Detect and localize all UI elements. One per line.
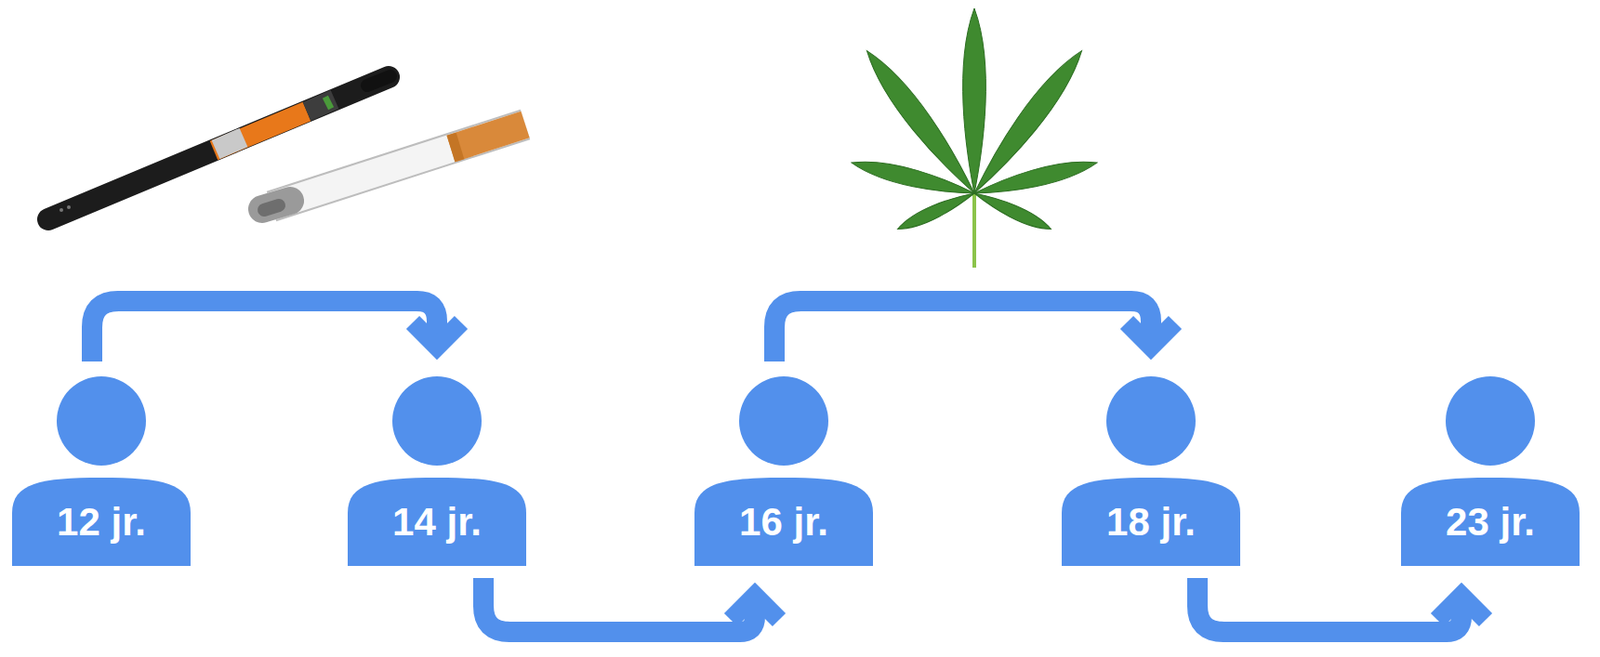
person-head bbox=[56, 376, 146, 466]
age-label-box: 18 jr. bbox=[1061, 477, 1241, 567]
age-label-box: 23 jr. bbox=[1401, 477, 1580, 567]
arrowhead bbox=[730, 595, 780, 621]
arrowhead bbox=[1126, 322, 1176, 347]
person-head bbox=[392, 376, 482, 466]
person-box: 14 jr. bbox=[347, 376, 527, 567]
arrowhead bbox=[412, 322, 462, 347]
age-label: 14 jr. bbox=[392, 502, 482, 543]
age-label: 16 jr. bbox=[739, 502, 829, 543]
age-label: 12 jr. bbox=[56, 502, 146, 543]
person-head bbox=[1106, 376, 1196, 466]
age-label: 23 jr. bbox=[1445, 502, 1535, 543]
age-label-box: 16 jr. bbox=[694, 477, 873, 567]
arrow-connector bbox=[483, 578, 780, 633]
person-body bbox=[12, 477, 191, 567]
person-box: 18 jr. bbox=[1061, 376, 1241, 567]
connector-line bbox=[1197, 578, 1462, 633]
person-box: 16 jr. bbox=[694, 376, 873, 567]
connector-line bbox=[92, 301, 437, 362]
age-label-box: 12 jr. bbox=[12, 477, 191, 567]
age-label-box: 14 jr. bbox=[347, 477, 527, 567]
cigarette bbox=[262, 124, 526, 211]
person-box: 12 jr. bbox=[12, 376, 191, 567]
arrowhead bbox=[1437, 595, 1486, 621]
person-box: 23 jr. bbox=[1401, 376, 1580, 567]
person-body bbox=[694, 477, 873, 567]
person-head bbox=[1445, 376, 1535, 466]
person-head bbox=[739, 376, 829, 466]
cannabis-leaf bbox=[849, 8, 1099, 268]
age-label: 18 jr. bbox=[1106, 502, 1196, 543]
person-body bbox=[347, 477, 527, 567]
arrow-connector bbox=[92, 301, 462, 362]
arrow-connector bbox=[774, 301, 1176, 362]
connector-line bbox=[483, 578, 755, 633]
person-body bbox=[1401, 477, 1580, 567]
connector-line bbox=[774, 301, 1151, 362]
arrow-connector bbox=[1197, 578, 1486, 633]
person-body bbox=[1061, 477, 1241, 567]
